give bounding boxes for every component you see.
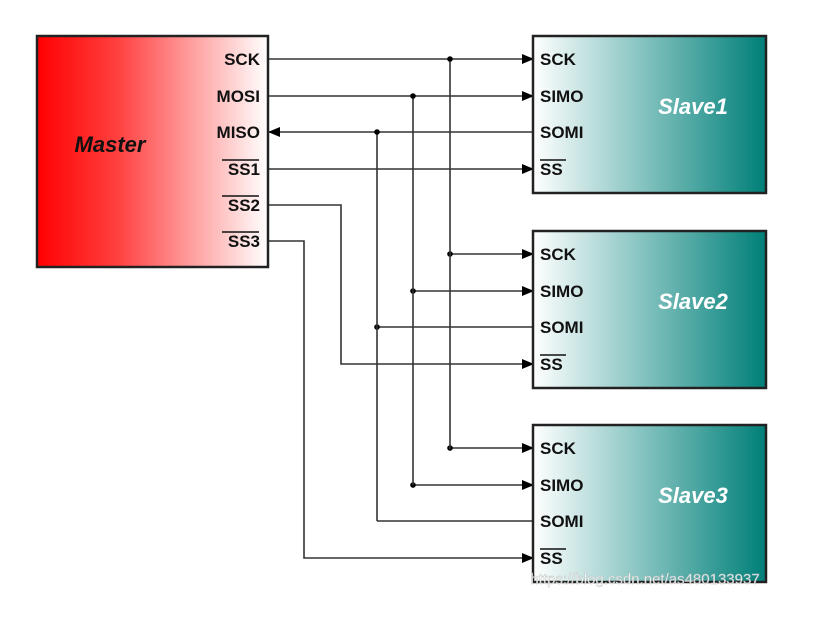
slave2-pin-ss: SS — [540, 355, 563, 374]
wires — [268, 56, 533, 558]
junction-dot — [374, 129, 380, 135]
junction-dot — [410, 93, 416, 99]
slave3-pin-ss: SS — [540, 549, 563, 568]
master-pin-miso: MISO — [217, 123, 260, 142]
slave1-box — [531, 34, 768, 195]
slave1-pin-sck: SCK — [540, 50, 577, 69]
master-pin-ss1: SS1 — [228, 160, 260, 179]
slave1-label: Slave1 — [658, 94, 728, 119]
ss3-wire — [268, 240, 533, 558]
master-pin-mosi: MOSI — [217, 87, 260, 106]
junction-dot — [447, 56, 453, 62]
watermark: https://blog.csdn.net/as480133937 — [530, 571, 759, 588]
slave1-pin-somi: SOMI — [540, 123, 583, 142]
master-pin-ss3: SS3 — [228, 232, 260, 251]
slave3-pin-sck: SCK — [540, 439, 577, 458]
slave1-pin-simo: SIMO — [540, 87, 583, 106]
slave2-pin-sck: SCK — [540, 245, 577, 264]
slave3-box — [531, 423, 768, 584]
master-pin-sck: SCK — [224, 50, 261, 69]
master-label: Master — [75, 132, 147, 157]
slave2-pin-simo: SIMO — [540, 282, 583, 301]
slave2-label: Slave2 — [658, 289, 728, 314]
slave2-pin-somi: SOMI — [540, 318, 583, 337]
slave1-pin-ss: SS — [540, 160, 563, 179]
slave3-pin-somi: SOMI — [540, 512, 583, 531]
master-box — [35, 34, 270, 269]
slave2-box — [531, 229, 768, 390]
master-pin-ss2: SS2 — [228, 196, 260, 215]
slave3-pin-simo: SIMO — [540, 476, 583, 495]
ss2-wire — [268, 204, 533, 364]
slave3-label: Slave3 — [658, 483, 728, 508]
